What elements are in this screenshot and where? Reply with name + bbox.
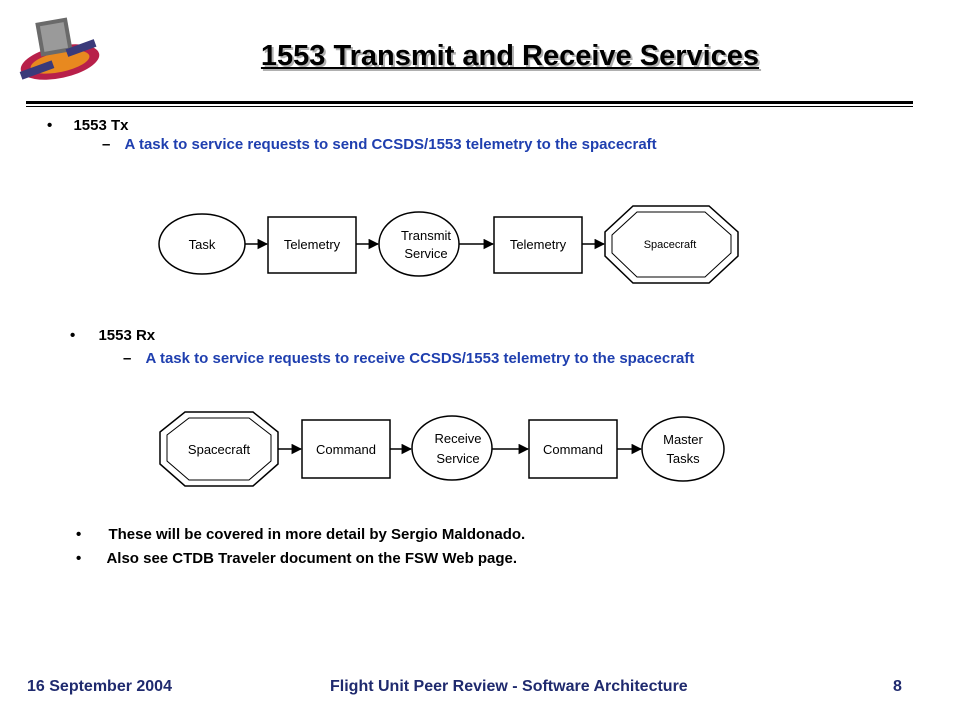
title-divider [26,101,913,104]
bullet-dot: • [76,526,82,543]
spacecraft-label: Spacecraft [188,442,251,457]
service-label: Service [436,451,479,466]
spacecraft-node-inner [166,417,272,481]
tx-heading: 1553 Tx [73,117,129,134]
master-label: Master [663,432,703,447]
receive-label: Receive [435,431,482,446]
spacecraft-node-inner [611,211,732,278]
note-item: • These will be covered in more detail b… [76,526,525,543]
tasks-label: Tasks [666,451,700,466]
telemetry-node [267,216,357,274]
footer-title: Flight Unit Peer Review - Software Archi… [330,678,688,695]
transmit-label: Transmit [401,228,451,243]
dash-glyph: – [123,350,132,367]
telemetry-node-2 [493,216,583,274]
tx-subitem: – A task to service requests to send CCS… [102,136,657,153]
telemetry-label-2: Telemetry [510,237,567,252]
page-number: 8 [893,678,902,695]
task-node [158,213,246,275]
command-node [301,419,391,479]
note-text: These will be covered in more detail by … [108,526,526,543]
tx-bullet: • 1553 Tx [47,117,128,134]
mission-logo [19,17,100,80]
transmit-service-node [378,211,460,277]
spacecraft-node [604,205,739,284]
page-title: 1553 Transmit and Receive Services [260,40,760,72]
service-label: Service [404,246,447,261]
rx-heading: 1553 Rx [98,327,156,344]
title-divider-thin [26,106,913,107]
bullet-dot: • [70,327,76,344]
dash-glyph: – [102,136,111,153]
task-label: Task [189,237,216,252]
spacecraft-node [159,411,279,487]
bullet-dot: • [76,550,82,567]
tx-description: A task to service requests to send CCSDS… [124,136,657,153]
telemetry-label: Telemetry [284,237,341,252]
bullet-dot: • [47,117,53,134]
master-tasks-node [641,416,725,482]
note-text: Also see CTDB Traveler document on the F… [106,550,518,567]
command-label-2: Command [543,442,603,457]
rx-subitem: – A task to service requests to receive … [123,350,694,367]
note-item: • Also see CTDB Traveler document on the… [76,550,517,567]
rx-bullet: • 1553 Rx [70,327,155,344]
spacecraft-label: Spacecraft [644,239,697,251]
footer-date: 16 September 2004 [27,678,172,695]
command-node-2 [528,419,618,479]
rx-description: A task to service requests to receive CC… [145,350,695,367]
command-label: Command [316,442,376,457]
receive-service-node [411,415,493,481]
